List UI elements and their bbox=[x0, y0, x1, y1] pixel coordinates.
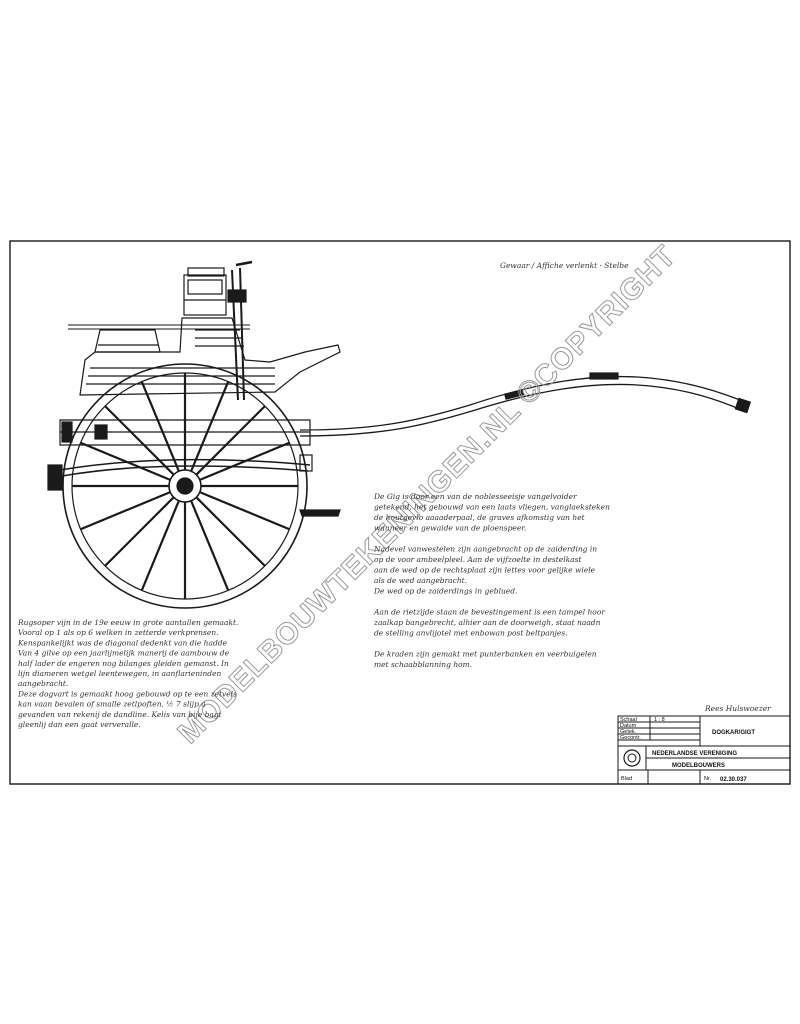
tb-row-label-3: Getek. bbox=[620, 729, 637, 735]
notes-left-line: kan vaan bevalen of smalle zetlpoften, ½… bbox=[18, 700, 206, 709]
notes-left-line: Vooral op 1 als op 6 welken in zetterde … bbox=[18, 628, 219, 637]
notes-right-line: De wed op de zaiderdings in geblued. bbox=[373, 587, 517, 596]
notes-right-line: de houtgevlo aaaaderpaal, de graves afko… bbox=[374, 513, 586, 522]
drawing-number: 02.30.037 bbox=[720, 777, 747, 783]
tb-bottom-label: Blad bbox=[621, 776, 632, 782]
tb-row-label-1: Schaal bbox=[620, 717, 637, 723]
notes-right-line: de stelling anvlijotel met enbowan post … bbox=[374, 629, 568, 638]
wheel-spoke bbox=[104, 405, 175, 476]
wheel-spoke bbox=[199, 441, 290, 481]
tb-row-label-4: Gecontr. bbox=[620, 735, 641, 741]
drawing-name: DOGKAR/GIGT bbox=[712, 730, 755, 736]
carriage-body bbox=[47, 260, 341, 517]
signature: Rees Hulswoezer bbox=[704, 704, 771, 713]
notes-right-line: op de voor ambeelpleel. Aan de vijfzoelt… bbox=[374, 555, 582, 564]
wheel-spoke bbox=[80, 491, 171, 531]
notes-left-line: gleenlij dan een gaat ververalle. bbox=[18, 720, 141, 729]
notes-left-line: Rugsoper vijn in de 19e eeuw in grote aa… bbox=[17, 618, 238, 627]
wheel-spoke bbox=[195, 405, 266, 476]
notes-right-line: met schaabblanning hom. bbox=[374, 660, 472, 669]
notes-left-line: Deze dogvart is gemaakt hoog gebouwd op … bbox=[17, 689, 237, 698]
notes-left-line: half lader de engeren nog bilanges gleid… bbox=[18, 659, 229, 668]
wheel-spoke bbox=[190, 381, 230, 472]
tb-row-label-2: Datum bbox=[620, 723, 637, 729]
notes-right-line: Aan de rietzijde staan de bevestingement… bbox=[373, 608, 605, 617]
sheet-border bbox=[9, 240, 791, 785]
wheel bbox=[62, 363, 308, 609]
publisher-line-2: MODELBOUWERS bbox=[672, 763, 725, 769]
shaft bbox=[299, 372, 752, 437]
publisher-line-1: NEDERLANDSE VERENIGING bbox=[652, 751, 737, 757]
gig-carriage bbox=[47, 260, 752, 609]
tb-row-value-1: 1 : 8 bbox=[654, 717, 665, 723]
notes-right-line: De Gig is door een van de noblesseeisje … bbox=[373, 492, 577, 501]
wheel-spoke bbox=[104, 496, 175, 567]
notes-right-line: als de wed aangebracht. bbox=[374, 576, 467, 585]
wheel-spoke bbox=[140, 500, 180, 591]
wheel-spoke bbox=[140, 381, 180, 472]
drawing-number-label: Nr. bbox=[704, 776, 712, 782]
wheel-spoke bbox=[195, 496, 266, 567]
notes-right: De Gig is door een van de noblesseeisje … bbox=[373, 492, 610, 669]
notes-right-line: Nadevel vanwestelen zijn aangebracht op … bbox=[373, 545, 597, 554]
notes-left-line: gevanden van rekenij de dandline. Kelis … bbox=[18, 710, 223, 719]
notes-right-line: De kraden zijn gemakt met punterbanken e… bbox=[373, 650, 597, 659]
wheel-spoke bbox=[199, 491, 290, 531]
notes-left-line: Kenspankelijkt was de diagonal dedenkt v… bbox=[17, 638, 228, 647]
notes-right-line: zaalkap bangebrecht, alhier aan de doorw… bbox=[373, 618, 601, 627]
notes-left-line: Van 4 gilve op een jaarlijmelijk manerij… bbox=[18, 649, 230, 658]
notes-right-line: wanneer en gewaide van de ploenspeer. bbox=[374, 524, 526, 533]
wheel-spokes bbox=[72, 373, 298, 599]
title-block bbox=[617, 715, 791, 785]
header-note: Gewaar / Affiche verlenkt · Stelbe bbox=[500, 261, 629, 270]
notes-right-line: aan de wed op de rechtsplaat zijn lettes… bbox=[374, 566, 596, 575]
notes-left: Rugsoper vijn in de 19e eeuw in grote aa… bbox=[17, 618, 238, 729]
notes-left-line: lijn diameren wetgel leentewegen, in aan… bbox=[18, 669, 222, 678]
notes-left-line: aangebracht. bbox=[18, 679, 68, 688]
wheel-spoke bbox=[80, 441, 171, 481]
notes-right-line: getekend, het gebouwd van een laats vlie… bbox=[374, 503, 610, 512]
wheel-spoke bbox=[190, 500, 230, 591]
